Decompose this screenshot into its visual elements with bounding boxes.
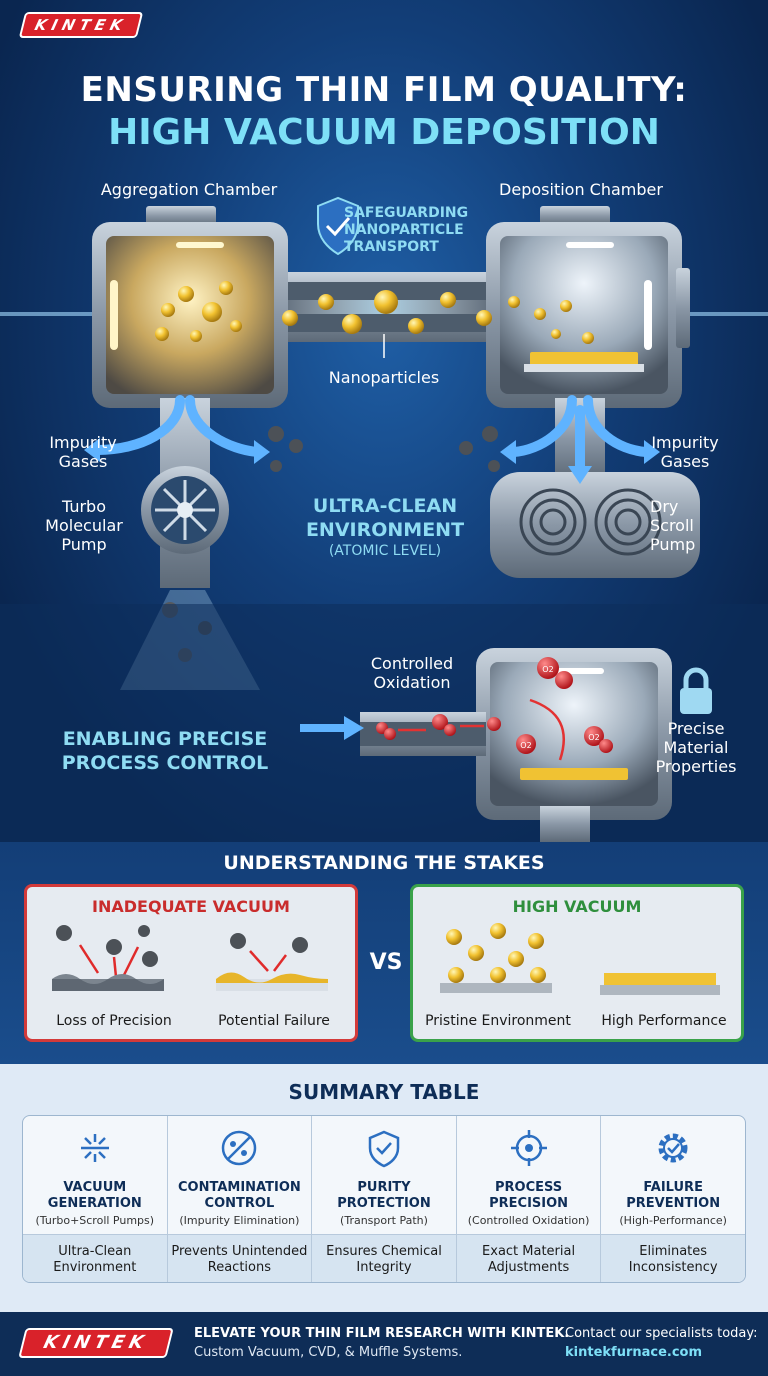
- lock-icon: [680, 688, 712, 714]
- o2-label: O2: [588, 733, 599, 742]
- summary-value: Prevents Unintended Reactions: [171, 1244, 308, 1275]
- summary-subheading: (High-Performance): [619, 1214, 727, 1227]
- shield-check-icon: [317, 196, 359, 256]
- pristine-illustration: [440, 923, 720, 995]
- nanoparticles-label: Nanoparticles: [328, 368, 440, 387]
- footer-contact: Contact our specialists today:: [565, 1326, 758, 1341]
- summary-value: Eliminates Inconsistency: [628, 1244, 718, 1275]
- footer-tagline: ELEVATE YOUR THIN FILM RESEARCH WITH KIN…: [194, 1326, 570, 1341]
- atomic-level-label: (ATOMIC LEVEL): [328, 543, 442, 559]
- page-title: ENSURING THIN FILM QUALITY:: [80, 70, 688, 110]
- stakes-title: UNDERSTANDING THE STAKES: [223, 852, 545, 874]
- impurity-gases-left-label: Impurity Gases: [49, 433, 117, 471]
- high-vacuum-title: HIGH VACUUM: [512, 897, 642, 916]
- summary-subheading: (Impurity Elimination): [179, 1214, 300, 1227]
- high-vacuum-card: HIGH VACUUM Pristine Environment High Pe…: [410, 884, 744, 1042]
- summary-heading: VACUUM GENERATION: [47, 1180, 142, 1211]
- no-contamination-icon: [222, 1130, 257, 1166]
- enabling-control-label: ENABLING PRECISE PROCESS CONTROL: [61, 728, 269, 774]
- safeguarding-label: SAFEGUARDING NANOPARTICLE TRANSPORT: [344, 205, 469, 255]
- summary-column-failure: FAILURE PREVENTION (High-Performance) El…: [601, 1116, 745, 1282]
- turbo-pump-label: Turbo Molecular Pump: [45, 497, 123, 554]
- o2-label: O2: [520, 741, 531, 750]
- summary-heading: CONTAMINATION CONTROL: [178, 1180, 301, 1211]
- summary-title: SUMMARY TABLE: [288, 1080, 480, 1104]
- summary-value: Exact Material Adjustments: [482, 1244, 576, 1275]
- controlled-oxidation-label: Controlled Oxidation: [370, 654, 454, 692]
- summary-column-contamination: CONTAMINATION CONTROL (Impurity Eliminat…: [167, 1116, 313, 1282]
- summary-column-precision: PROCESS PRECISION (Controlled Oxidation)…: [456, 1116, 602, 1282]
- vs-label: VS: [369, 950, 403, 975]
- impurity-gases-right-label: Impurity Gases: [651, 433, 719, 471]
- pristine-environment-caption: Pristine Environment: [425, 1013, 571, 1029]
- potential-failure-caption: Potential Failure: [218, 1013, 330, 1029]
- summary-column-purity: PURITY PROTECTION (Transport Path) Ensur…: [312, 1116, 457, 1282]
- summary-subheading: (Turbo+Scroll Pumps): [35, 1214, 155, 1227]
- summary-value: Ensures Chemical Integrity: [326, 1244, 442, 1275]
- summary-value: Ultra-Clean Environment: [53, 1244, 137, 1275]
- inadequate-vacuum-card: INADEQUATE VACUUM Loss of Precision Pote…: [24, 884, 358, 1042]
- summary-column-vacuum: VACUUM GENERATION (Turbo+Scroll Pumps) U…: [23, 1116, 168, 1282]
- precise-properties-label: Precise Material Properties: [655, 719, 737, 776]
- summary-heading: FAILURE PREVENTION: [626, 1180, 721, 1211]
- contamination-illustration: [52, 925, 328, 991]
- summary-heading: PROCESS PRECISION: [489, 1180, 569, 1211]
- aggregation-chamber-label: Aggregation Chamber: [100, 180, 278, 199]
- summary-subheading: (Transport Path): [340, 1214, 428, 1227]
- page-subtitle: HIGH VACUUM DEPOSITION: [108, 112, 660, 153]
- summary-heading: PURITY PROTECTION: [337, 1180, 431, 1211]
- ultra-clean-label: ULTRA-CLEAN ENVIRONMENT: [305, 495, 465, 541]
- inadequate-vacuum-title: INADEQUATE VACUUM: [92, 897, 290, 916]
- brand-logo[interactable]: KINTEK: [18, 12, 144, 38]
- footer-systems: Custom Vacuum, CVD, & Muffle Systems.: [194, 1345, 463, 1360]
- summary-subheading: (Controlled Oxidation): [467, 1214, 590, 1227]
- loss-of-precision-caption: Loss of Precision: [56, 1013, 172, 1029]
- scroll-pump-label: Dry Scroll Pump: [650, 497, 696, 554]
- shield-check-icon: [368, 1130, 400, 1168]
- footer-logo[interactable]: KINTEK: [18, 1328, 174, 1358]
- o2-label: O2: [542, 665, 553, 674]
- footer-url-link[interactable]: kintekfurnace.com: [565, 1345, 703, 1360]
- summary-table: VACUUM GENERATION (Turbo+Scroll Pumps) U…: [22, 1115, 746, 1283]
- vacuum-icon: [80, 1134, 109, 1162]
- high-performance-caption: High Performance: [601, 1013, 727, 1029]
- target-icon: [510, 1130, 547, 1166]
- gear-check-icon: [658, 1133, 688, 1163]
- deposition-chamber-label: Deposition Chamber: [499, 180, 663, 199]
